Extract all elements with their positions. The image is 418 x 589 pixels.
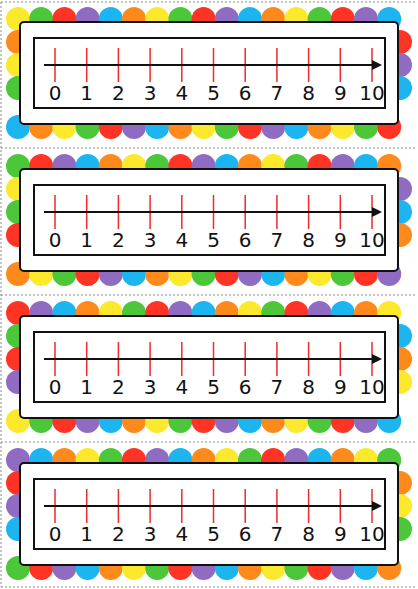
number-label: 1 xyxy=(80,81,93,105)
number-label: 0 xyxy=(49,81,62,105)
number-label: 5 xyxy=(207,81,220,105)
number-label: 8 xyxy=(302,375,315,399)
cut-line xyxy=(1,587,417,588)
number-label: 10 xyxy=(359,81,384,105)
number-label: 6 xyxy=(239,522,252,546)
number-label: 0 xyxy=(49,228,62,252)
card-frame xyxy=(20,316,398,418)
number-label: 6 xyxy=(239,375,252,399)
number-line xyxy=(44,64,374,66)
number-label: 1 xyxy=(80,522,93,546)
number-line xyxy=(44,505,374,507)
number-label: 9 xyxy=(334,522,347,546)
cut-line xyxy=(1,2,2,587)
number-label: 10 xyxy=(359,228,384,252)
number-line xyxy=(44,211,374,213)
number-line-card: 0123456789 10 xyxy=(34,38,385,108)
number-label: 8 xyxy=(302,228,315,252)
number-label: 3 xyxy=(144,228,157,252)
inner-frame xyxy=(34,185,385,255)
inner-frame xyxy=(34,38,385,108)
card-frame xyxy=(20,22,398,124)
number-label: 9 xyxy=(334,228,347,252)
number-label: 10 xyxy=(359,522,384,546)
inner-frame xyxy=(34,479,385,549)
number-label: 0 xyxy=(49,522,62,546)
number-label: 6 xyxy=(239,228,252,252)
number-label: 8 xyxy=(302,81,315,105)
number-label: 4 xyxy=(175,375,188,399)
number-label: 5 xyxy=(207,228,220,252)
number-label: 2 xyxy=(112,228,125,252)
number-line-card: 0123456789 10 xyxy=(34,479,385,549)
cut-line xyxy=(1,442,417,443)
number-label: 5 xyxy=(207,522,220,546)
number-label: 6 xyxy=(239,81,252,105)
number-label: 7 xyxy=(271,522,284,546)
number-label: 1 xyxy=(80,375,93,399)
number-label: 4 xyxy=(175,228,188,252)
number-label: 9 xyxy=(334,375,347,399)
arrow-head xyxy=(372,60,382,70)
cut-line xyxy=(1,2,417,3)
number-label: 0 xyxy=(49,375,62,399)
arrow-head xyxy=(372,207,382,217)
arrow-head xyxy=(372,354,382,364)
inner-frame xyxy=(34,332,385,402)
arrow-head xyxy=(372,501,382,511)
number-label: 7 xyxy=(271,375,284,399)
number-label: 1 xyxy=(80,228,93,252)
number-label: 5 xyxy=(207,375,220,399)
number-line-card: 0123456789 10 xyxy=(34,332,385,402)
number-label: 3 xyxy=(144,522,157,546)
number-label: 10 xyxy=(359,375,384,399)
card-frame xyxy=(20,169,398,271)
number-label: 9 xyxy=(334,81,347,105)
number-label: 4 xyxy=(175,81,188,105)
cut-line xyxy=(1,148,417,149)
number-label: 2 xyxy=(112,375,125,399)
cut-line xyxy=(1,295,417,296)
number-label: 8 xyxy=(302,522,315,546)
card-frame xyxy=(20,463,398,565)
number-label: 7 xyxy=(271,81,284,105)
number-label: 2 xyxy=(112,81,125,105)
number-label: 3 xyxy=(144,81,157,105)
number-label: 4 xyxy=(175,522,188,546)
number-line-card: 0123456789 10 xyxy=(34,185,385,255)
number-label: 7 xyxy=(271,228,284,252)
number-label: 3 xyxy=(144,375,157,399)
number-label: 2 xyxy=(112,522,125,546)
number-line xyxy=(44,358,374,360)
